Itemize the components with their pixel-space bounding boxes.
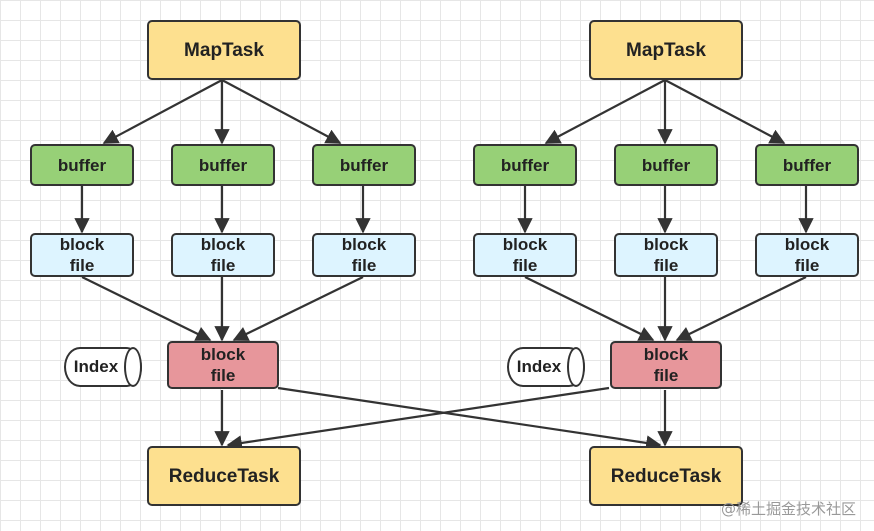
- left-buffer-node-1: buffer: [30, 144, 134, 186]
- left-buffer-node-3: buffer: [312, 144, 416, 186]
- edge-right-merged-left-reduce: [226, 386, 610, 451]
- right-block-file-node-3: block file: [755, 233, 859, 277]
- left-index-label: Index: [73, 357, 119, 376]
- edge-left-block-merged-3: [232, 276, 364, 341]
- edge-right-map-buffer-1: [544, 79, 666, 144]
- left-block-file-node-2: block file: [171, 233, 275, 277]
- left-merged-block-file-node: block file: [167, 341, 279, 389]
- right-reducetask-node: ReduceTask: [589, 446, 743, 506]
- right-index-cylinder: Index: [507, 347, 585, 387]
- edge-left-merged-right-reduce: [277, 386, 662, 451]
- edge-right-block-merged-3: [675, 276, 807, 341]
- right-buffer-node-1: buffer: [473, 144, 577, 186]
- right-block-file-node-2: block file: [614, 233, 718, 277]
- left-index-cylinder: Index: [64, 347, 142, 387]
- right-buffer-node-3: buffer: [755, 144, 859, 186]
- edge-right-map-buffer-3: [664, 79, 786, 144]
- left-reducetask-node: ReduceTask: [147, 446, 301, 506]
- right-index-label: Index: [516, 357, 562, 376]
- right-block-file-node-1: block file: [473, 233, 577, 277]
- left-block-file-node-3: block file: [312, 233, 416, 277]
- edge-left-map-buffer-1: [102, 79, 223, 144]
- right-merged-block-file-node: block file: [610, 341, 722, 389]
- edge-left-block-merged-1: [81, 276, 212, 341]
- right-maptask-node: MapTask: [589, 20, 743, 80]
- edge-right-block-merged-1: [524, 276, 655, 341]
- left-buffer-node-2: buffer: [171, 144, 275, 186]
- edge-left-map-buffer-3: [221, 79, 342, 144]
- left-block-file-node-1: block file: [30, 233, 134, 277]
- right-buffer-node-2: buffer: [614, 144, 718, 186]
- left-maptask-node: MapTask: [147, 20, 301, 80]
- watermark-text: @稀土掘金技术社区: [720, 500, 856, 518]
